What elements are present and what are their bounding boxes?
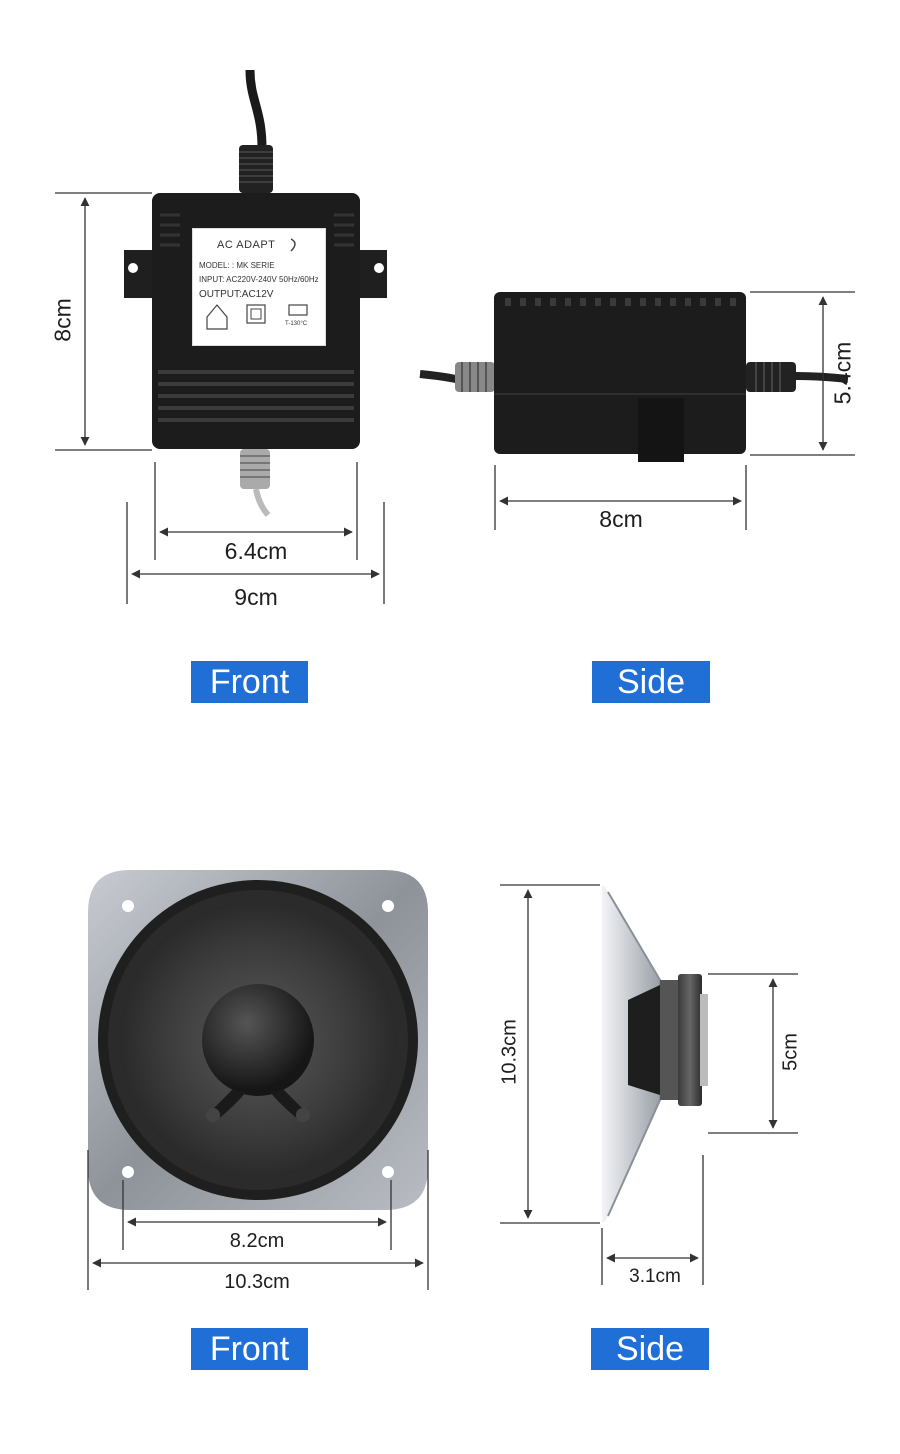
adapter-front-dimensions <box>55 192 385 604</box>
speaker-front-inner-width-label: 8.2cm <box>229 1230 285 1252</box>
speaker-side-dimensions <box>500 884 798 1285</box>
adapter-label-output: OUTPUT:AC12V <box>199 289 274 300</box>
adapter-front-badge: Front <box>191 661 308 703</box>
speaker-side-badge: Side <box>591 1328 709 1370</box>
adapter-side-width-label: 8cm <box>599 506 643 532</box>
speaker-side-depth-label: 3.1cm <box>629 1266 681 1287</box>
adapter-side-badge: Side <box>592 661 710 703</box>
adapter-rating-label: AC ADAPT MODEL: : MK SERIE INPUT: AC220V… <box>192 228 326 346</box>
adapter-label-title: AC ADAPT <box>217 239 276 251</box>
adapter-label-temp: T-130°C <box>285 321 308 327</box>
adapter-label-symbols-icon <box>206 238 308 330</box>
speaker-front-dimensions <box>87 1150 429 1290</box>
speaker-side-height-label: 10.3cm <box>498 1019 521 1085</box>
adapter-side-height-label: 5.4cm <box>829 341 856 405</box>
speaker-side-magnet-label: 5cm <box>779 1033 802 1071</box>
speaker-front-image <box>88 870 428 1210</box>
speaker-front-outer-width-label: 10.3cm <box>224 1271 290 1293</box>
adapter-front-inner-width-label: 6.4cm <box>224 538 288 564</box>
adapter-front-height-label: 8cm <box>49 298 76 342</box>
adapter-front-outer-width-label: 9cm <box>234 584 278 610</box>
adapter-label-input: INPUT: AC220V-240V 50Hz/60Hz <box>199 275 319 284</box>
adapter-label-model: MODEL: : MK SERIE <box>199 261 275 270</box>
adapter-side-dimensions <box>494 291 855 530</box>
speaker-side-image <box>602 885 708 1223</box>
adapter-side-image <box>419 292 849 462</box>
speaker-front-badge: Front <box>191 1328 308 1370</box>
